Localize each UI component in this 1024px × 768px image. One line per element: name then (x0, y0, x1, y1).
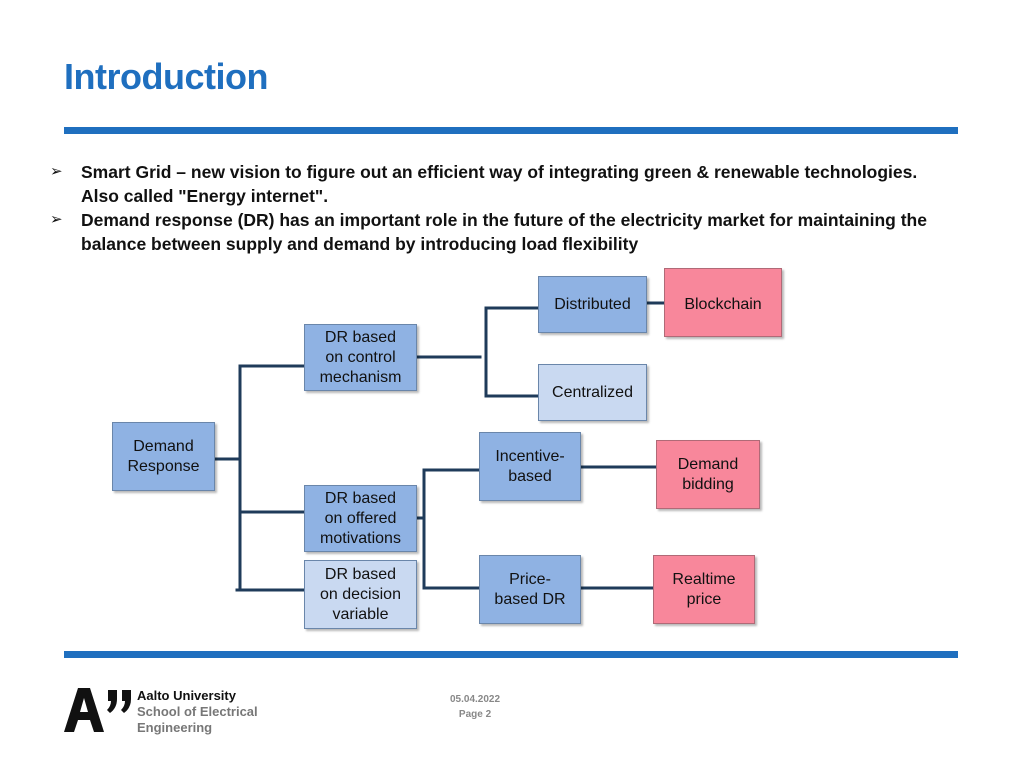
page-number: Page 2 (458, 709, 492, 720)
footer-divider (64, 651, 958, 658)
bullet-text: Demand response (DR) has an important ro… (81, 210, 927, 254)
title-divider (64, 127, 958, 134)
bullet-text: Smart Grid – new vision to figure out an… (81, 162, 918, 206)
bullet-item: ➢ Demand response (DR) has an important … (50, 208, 930, 256)
aalto-logo-icon (64, 688, 131, 732)
node-distributed: Distributed (538, 276, 647, 333)
bullet-list: ➢ Smart Grid – new vision to figure out … (50, 160, 930, 256)
node-blockchain: Blockchain (664, 268, 782, 337)
bullet-item: ➢ Smart Grid – new vision to figure out … (50, 160, 930, 208)
university-name: Aalto University School of Electrical En… (137, 688, 258, 735)
arrow-bullet-icon: ➢ (50, 211, 63, 228)
node-incentive-based: Incentive-based (479, 432, 581, 501)
footer-date: 05.04.2022 (450, 694, 501, 705)
node-price-based-dr: Price-based DR (479, 555, 581, 624)
arrow-bullet-icon: ➢ (50, 163, 63, 180)
footer-meta: 05.04.2022 Page 2 (450, 692, 500, 722)
node-centralized: Centralized (538, 364, 647, 421)
page-title: Introduction (64, 56, 268, 97)
